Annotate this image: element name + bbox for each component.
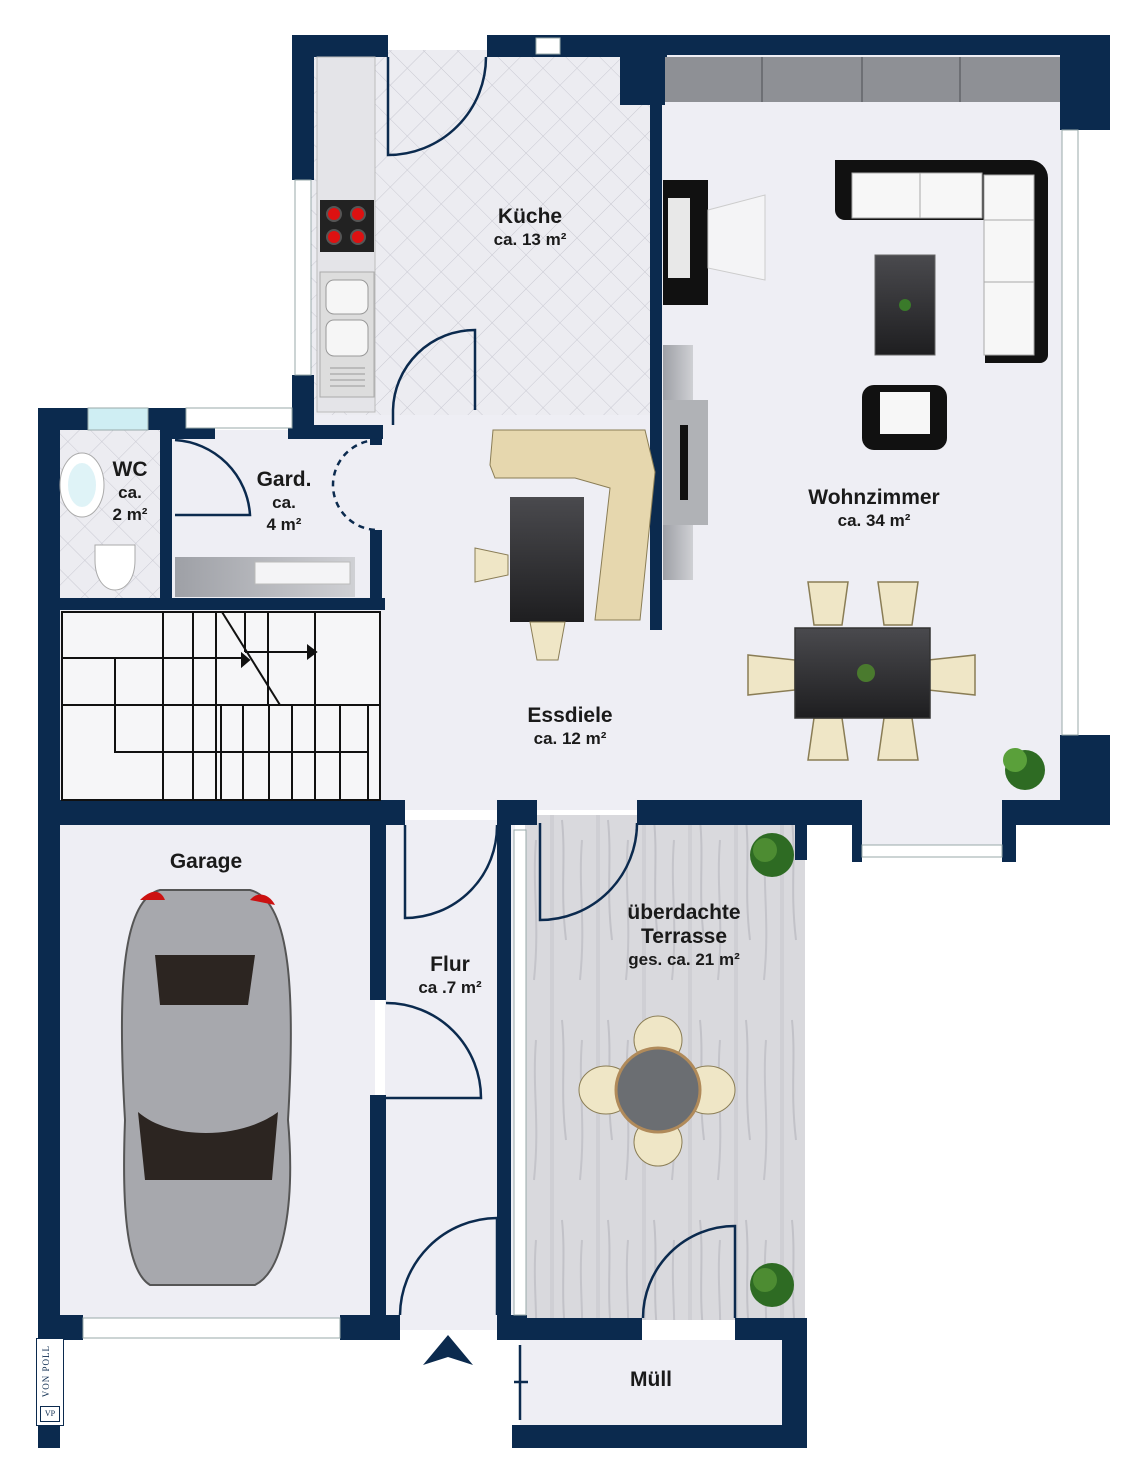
gard-name: Gard. [256, 468, 312, 491]
sofa [835, 160, 1048, 363]
wc-area-a: ca. [118, 483, 142, 502]
terrasse-name-b: Terrasse [640, 925, 728, 948]
terrasse-area: ges. ca. 21 m² [628, 950, 740, 969]
muell-label: Müll [630, 1368, 672, 1392]
tv-unit [663, 345, 708, 580]
wohnzimmer-label: Wohnzimmer ca. 34 m² [808, 486, 939, 532]
essdiele-label: Essdiele ca. 12 m² [527, 704, 612, 750]
kitchen-counter [316, 56, 376, 413]
plants [750, 748, 1045, 1307]
desk [474, 429, 656, 661]
essdiele-name: Essdiele [527, 704, 613, 727]
gard-area-b: 4 m² [266, 515, 302, 534]
terrace-table [578, 1015, 736, 1167]
dining-set [747, 581, 976, 761]
stove [320, 200, 374, 252]
wardrobe [175, 557, 355, 597]
flur-name: Flur [430, 953, 470, 976]
entrance-arrow-icon [423, 1335, 473, 1365]
terrasse-label: überdachte Terrasse ges. ca. 21 m² [627, 901, 740, 971]
garage-name: Garage [169, 850, 243, 873]
fireplace [663, 180, 766, 305]
wc-area-b: 2 m² [112, 505, 148, 524]
wc-label: WC ca. 2 m² [113, 458, 148, 526]
muell-name: Müll [630, 1368, 672, 1391]
flur-label: Flur ca .7 m² [418, 953, 481, 999]
kueche-label: Küche ca. 13 m² [494, 205, 567, 251]
stairs [61, 611, 381, 801]
walls [38, 35, 1110, 1448]
wall-cabinets [665, 57, 1060, 102]
coffee-table [874, 254, 936, 356]
essdiele-area: ca. 12 m² [533, 729, 607, 748]
kueche-name: Küche [497, 205, 563, 228]
wc-fixtures [59, 452, 136, 591]
flur-area: ca .7 m² [418, 978, 482, 997]
armchair [862, 385, 947, 450]
kueche-area: ca. 13 m² [493, 230, 567, 249]
muell-floor [520, 1340, 782, 1425]
wohnzimmer-name: Wohnzimmer [808, 486, 940, 509]
brand-logo: VON POLL VP [36, 1338, 64, 1426]
garage-label: Garage [170, 850, 242, 874]
wohnzimmer-area: ca. 34 m² [837, 511, 911, 530]
windows [82, 37, 1079, 1339]
gard-area-a: ca. [272, 493, 296, 512]
doors [174, 56, 737, 1420]
wc-name: WC [112, 458, 148, 481]
gard-label: Gard. ca. 4 m² [257, 468, 312, 536]
brand-name: VON POLL [41, 1345, 51, 1398]
brand-mark: VP [40, 1406, 60, 1422]
car [120, 889, 292, 1286]
terrasse-name-a: überdachte [627, 901, 741, 924]
